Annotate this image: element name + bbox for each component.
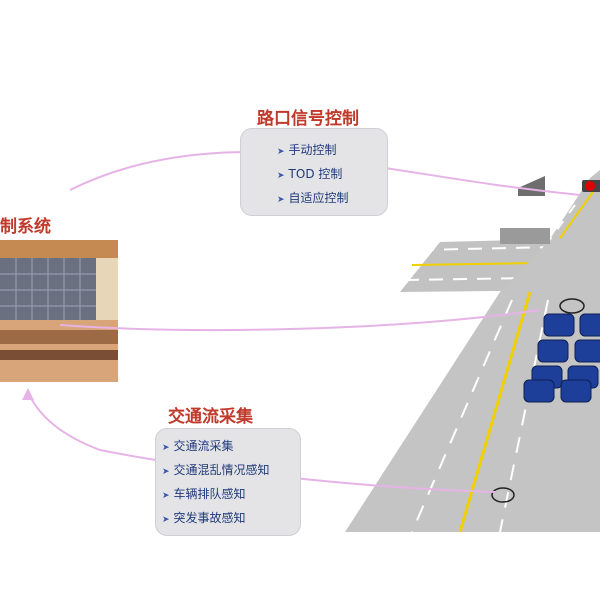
list-item: ➤手动控制 — [277, 143, 337, 157]
control-center-image — [0, 240, 118, 382]
main-road — [345, 170, 600, 532]
intersection-box — [500, 228, 550, 244]
main-road-lane-dash-2 — [411, 299, 513, 533]
signal-control-box: ➤手动控制 ➤TOD 控制 ➤自适应控制 — [240, 128, 388, 216]
loop-detector-icon — [491, 487, 515, 503]
main-road-edge — [547, 204, 576, 243]
car-icon — [560, 379, 592, 403]
connector-center-road — [59, 309, 541, 331]
car-icon — [579, 313, 600, 337]
arrow-right-icon: ➤ — [162, 443, 170, 453]
arrow-up-icon — [22, 388, 34, 400]
list-item: ➤交通流采集 — [162, 439, 234, 453]
signal-flag-icon — [518, 176, 545, 196]
arrow-right-icon: ➤ — [162, 467, 170, 477]
traffic-collection-title: 交通流采集 — [168, 407, 253, 427]
car-icon — [523, 379, 555, 403]
traffic-light-icon — [582, 180, 600, 192]
list-item: ➤自适应控制 — [277, 191, 349, 205]
signal-control-title: 路口信号控制 — [257, 109, 359, 129]
control-center-title: 制系统 — [0, 217, 51, 237]
arrow-right-icon: ➤ — [162, 515, 170, 525]
arrow-right-icon: ➤ — [162, 491, 170, 501]
connector-lower-arc — [27, 391, 101, 451]
car-icon — [543, 313, 575, 337]
cross-road-dash-bottom — [404, 276, 600, 281]
main-road-lane-dash-1 — [499, 299, 549, 533]
list-item: ➤交通混乱情况感知 — [162, 463, 270, 477]
car-icon — [574, 339, 600, 363]
list-item: ➤突发事故感知 — [162, 511, 246, 525]
vehicle-queue — [523, 313, 600, 403]
arrow-right-icon: ➤ — [277, 147, 285, 157]
arrow-right-icon: ➤ — [277, 171, 285, 181]
list-item: ➤车辆排队感知 — [162, 487, 246, 501]
list-item: ➤TOD 控制 — [277, 167, 343, 181]
traffic-collection-box: ➤交通流采集 ➤交通混乱情况感知 ➤车辆排队感知 ➤突发事故感知 — [155, 428, 301, 536]
arrow-right-icon: ➤ — [277, 195, 285, 205]
loop-detector-icon — [559, 298, 585, 314]
car-icon — [537, 339, 569, 363]
